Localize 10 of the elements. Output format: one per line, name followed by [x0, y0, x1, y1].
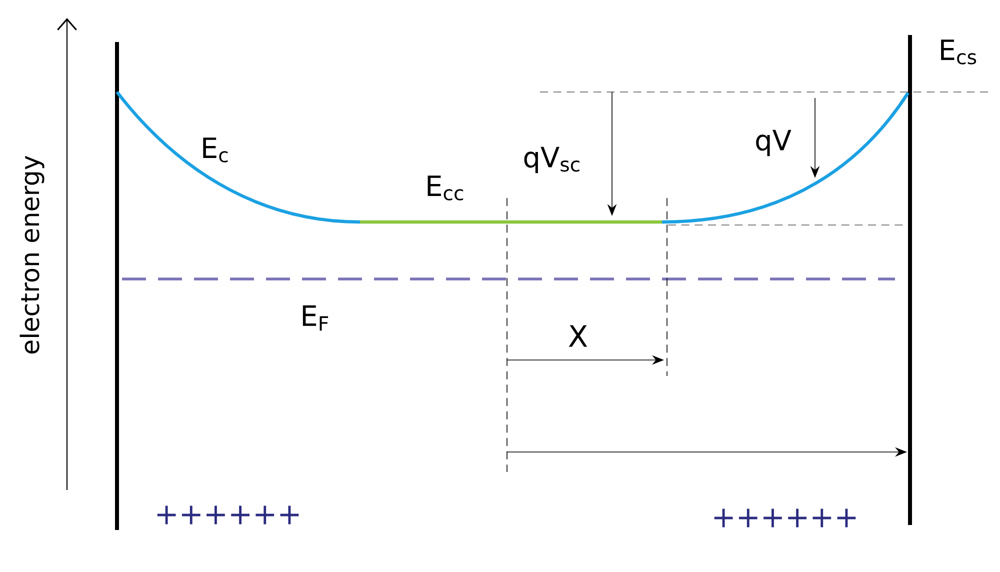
axis-label: electron energy [20, 156, 44, 354]
charge-signs: ++++++ [714, 508, 856, 528]
band-label: E$_{F}$ [302, 305, 328, 331]
band-label: qV$_{sc}$ [524, 146, 580, 174]
charge-signs: ++++++ [157, 506, 299, 524]
band-label: E$_{c}$ [203, 138, 228, 162]
dimension-label: X [568, 325, 588, 347]
band-label: E$_{cs}$ [941, 40, 976, 64]
band-label: E$_{cc}$ [428, 176, 464, 200]
band-label: qV [756, 130, 792, 156]
